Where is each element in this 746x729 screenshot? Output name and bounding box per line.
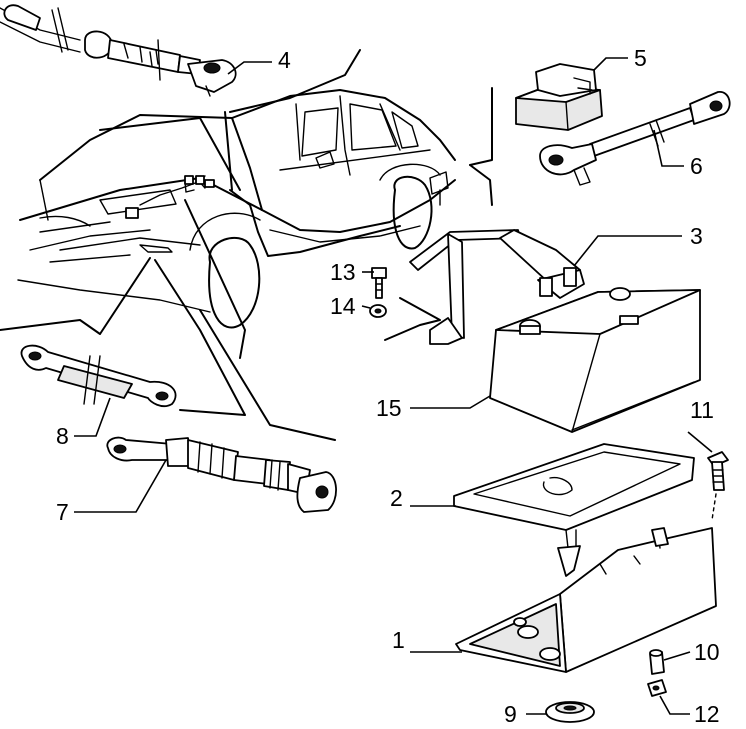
- leader-lines: [0, 49, 493, 441]
- callout-1: 1: [392, 627, 405, 653]
- callout-leaders: [74, 57, 713, 715]
- part-7-ground-cable: [106, 436, 337, 513]
- part-13-bolt: [371, 267, 387, 299]
- part-5-fuse-box: [515, 63, 603, 131]
- callout-12: 12: [694, 701, 720, 727]
- part-1-base-bracket: [455, 527, 717, 673]
- part-2-battery-tray: [453, 443, 695, 577]
- callout-14: 14: [330, 293, 356, 319]
- part-14-washer: [369, 304, 387, 318]
- part-9-grommet: [545, 701, 595, 723]
- part-10-spacer: [649, 649, 665, 675]
- car-illustration: [17, 89, 456, 329]
- callout-8: 8: [56, 423, 69, 449]
- callout-labels: 4 5 6 3 13 14 15 11 2 1 10 12 9 8 7: [56, 45, 720, 727]
- callout-5: 5: [634, 45, 647, 71]
- part-4-positive-cable: [0, 4, 237, 97]
- callout-7: 7: [56, 499, 69, 525]
- callout-15: 15: [376, 395, 402, 421]
- part-15-battery: [489, 287, 701, 433]
- callout-6: 6: [690, 153, 703, 179]
- part-8-ground-strap: [20, 344, 177, 408]
- callout-9: 9: [504, 701, 517, 727]
- callout-13: 13: [330, 259, 356, 285]
- callout-11: 11: [690, 397, 714, 423]
- part-3-hold-down-bracket: [409, 229, 585, 345]
- callout-10: 10: [694, 639, 720, 665]
- part-11-bolt: [707, 451, 729, 521]
- callout-2: 2: [390, 485, 403, 511]
- part-12-nut: [647, 679, 667, 697]
- callout-4: 4: [278, 47, 291, 73]
- part-6-negative-cable: [539, 91, 731, 186]
- callout-3: 3: [690, 223, 703, 249]
